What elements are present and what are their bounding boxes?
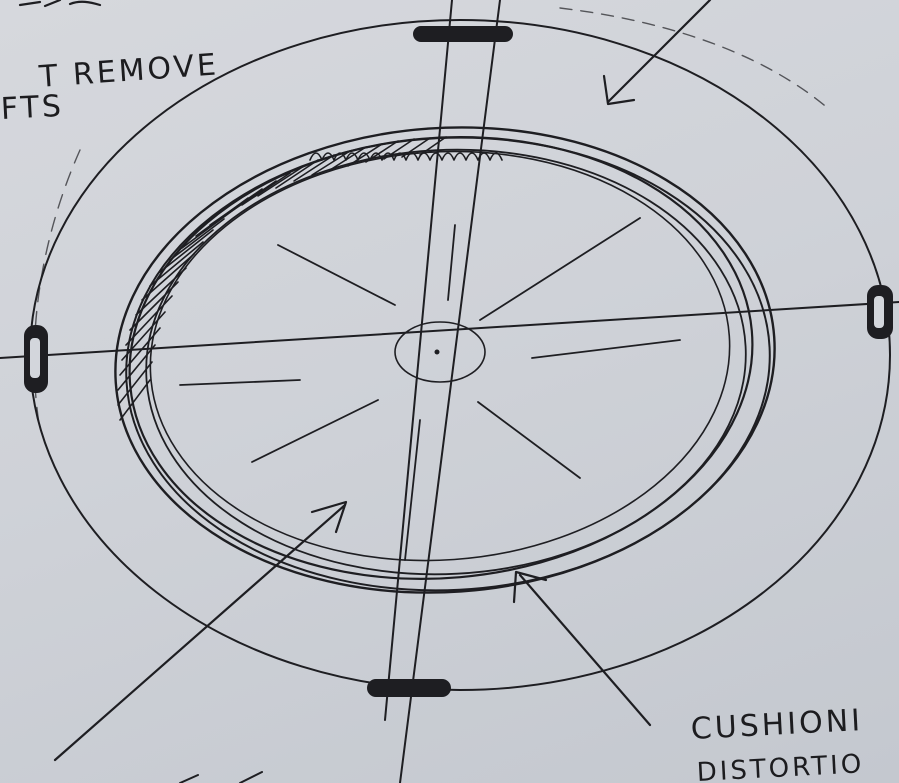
radial-spokes — [180, 218, 680, 560]
clip-bottom — [368, 680, 450, 696]
clip-top — [414, 27, 512, 41]
outer-ghost-arc-top — [560, 8, 830, 110]
annotation-remove-line2: FTS — [0, 89, 65, 127]
inner-rim-4 — [135, 135, 756, 590]
arrow-top-right — [604, 0, 710, 104]
top-scribble — [20, 0, 100, 6]
center-dot — [435, 350, 440, 355]
vertical-axis-left — [385, 0, 452, 720]
arrow-bottom-right — [514, 572, 650, 725]
bottom-left-scribble — [180, 772, 262, 783]
inner-rim-1 — [100, 106, 791, 615]
rim-hatching — [118, 137, 446, 420]
